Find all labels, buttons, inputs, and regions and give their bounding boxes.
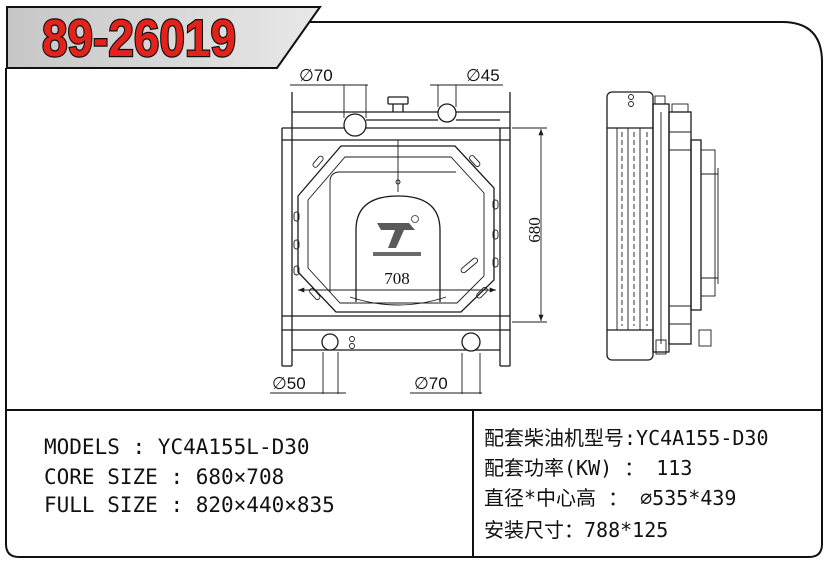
top-small-port-diameter-label: ∅45	[466, 66, 500, 85]
spec-label: FULL SIZE	[44, 493, 158, 517]
spec-label: 配套功率(KW)	[484, 456, 613, 480]
top-outlet-diameter-dimension: ∅70	[290, 66, 368, 118]
side-view-fan-shroud	[668, 103, 692, 345]
spec-value: ∅535*439	[640, 486, 737, 510]
core-width-dimension: 708	[298, 269, 496, 293]
spec-label: 配套柴油机型号	[484, 426, 624, 450]
fan-shroud-inner	[307, 156, 485, 304]
spec-separator: :	[119, 435, 158, 459]
spec-separator: ：	[564, 518, 584, 542]
spec-value: 788*125	[584, 518, 669, 542]
inner-panel	[329, 171, 456, 292]
filler-cap	[387, 96, 409, 112]
top-outlet-diameter-label: ∅70	[299, 66, 333, 85]
fan-shroud-outer	[297, 145, 495, 313]
spec-power: 配套功率(KW) ： 113	[484, 456, 692, 480]
spec-fan-diameter-center-height: 直径*中心高 ： ∅535*439	[484, 486, 736, 510]
bottom-left-diameter-label: ∅50	[272, 374, 306, 393]
front-view-side-frame	[281, 92, 511, 367]
core-frame	[282, 315, 510, 331]
brand-logo	[373, 215, 421, 256]
spec-value: 820×440×835	[195, 493, 335, 517]
title-tab: 89-26019	[6, 6, 322, 69]
bottom-left-diameter-dimension: ∅50	[270, 352, 346, 394]
spec-value: 680×708	[195, 465, 285, 489]
spec-value: 113	[656, 456, 693, 480]
spec-label: CORE SIZE	[44, 465, 158, 489]
part-number-title: 89-26019	[42, 10, 236, 68]
spec-separator: ：	[596, 486, 641, 510]
bottom-right-diameter-dimension: ∅70	[410, 353, 482, 394]
side-view-core	[616, 128, 648, 330]
spec-separator: ：	[612, 456, 657, 480]
radiator-side-view	[606, 91, 719, 361]
spec-label: MODELS	[44, 435, 120, 459]
spec-engine-model: 配套柴油机型号:YC4A155-D30	[484, 426, 769, 450]
radiator-front-view: 708 ∅70 ∅45 680	[270, 66, 547, 394]
side-view-tanks	[607, 127, 653, 331]
side-view-filler-ports	[628, 94, 634, 107]
core-height-dimension: 680	[512, 127, 547, 323]
side-view-tank-outline	[606, 91, 654, 361]
spec-separator: :	[157, 465, 196, 489]
core-height-label: 680	[525, 217, 544, 243]
drain-plug	[349, 336, 355, 349]
center-line	[395, 140, 401, 192]
spec-separator: :	[157, 493, 196, 517]
side-view-fan-guard	[690, 139, 719, 347]
spec-value: YC4A155L-D30	[157, 435, 310, 459]
bottom-right-diameter-label: ∅70	[414, 374, 448, 393]
side-view-bracket	[652, 95, 670, 355]
spec-full-size: FULL SIZE : 820×440×835	[44, 493, 335, 517]
spec-models: MODELS : YC4A155L-D30	[44, 435, 310, 459]
top-small-port-diameter-dimension: ∅45	[430, 66, 503, 107]
sheet-frame	[5, 21, 823, 558]
core-width-label: 708	[384, 269, 410, 288]
top-small-port	[437, 103, 457, 123]
spec-core-size: CORE SIZE : 680×708	[44, 465, 284, 489]
spec-value: YC4A155-D30	[636, 426, 769, 450]
spec-separator: :	[624, 426, 637, 450]
bottom-left-pipe	[321, 333, 339, 351]
spec-mounting-size: 安装尺寸：788*125	[484, 518, 668, 542]
spec-label: 安装尺寸	[484, 518, 564, 542]
spec-label: 直径*中心高	[484, 486, 597, 510]
bottom-right-pipe	[461, 332, 481, 352]
center-arch	[349, 195, 447, 306]
top-outlet-pipe	[343, 113, 367, 137]
top-tank	[282, 111, 510, 141]
